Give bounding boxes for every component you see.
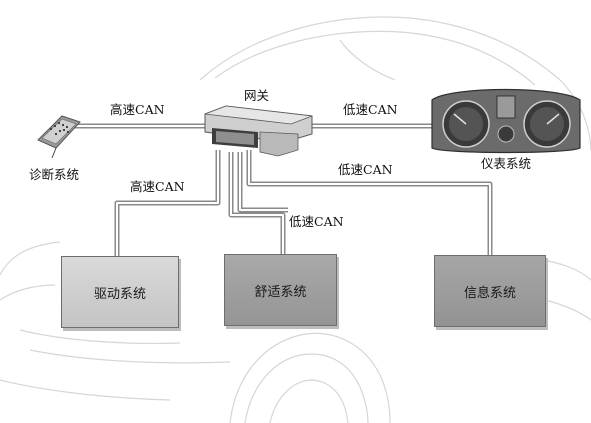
drive-system-box: 驱动系统	[61, 256, 179, 328]
comfort-system-box: 舒适系统	[224, 254, 337, 326]
cluster-system-label: 仪表系统	[481, 156, 532, 171]
gateway-module-icon	[204, 105, 313, 157]
comfort-system-label: 舒适系统	[254, 284, 307, 300]
diagnostic-system-label: 诊断系统	[29, 167, 80, 182]
comfort-can-label: 低速CAN	[289, 214, 344, 229]
cluster-can-label: 低速CAN	[343, 102, 398, 117]
info-system-label: 信息系统	[463, 285, 516, 301]
info-can-label: 低速CAN	[338, 162, 393, 177]
instrument-cluster-icon	[431, 88, 581, 154]
drive-system-label: 驱动系统	[93, 286, 146, 302]
info-system-box: 信息系统	[434, 255, 546, 327]
diagnostic-connector-icon	[37, 115, 81, 159]
diagnostic-can-label: 高速CAN	[110, 102, 165, 117]
gateway-label: 网关	[244, 88, 270, 103]
drive-can-label: 高速CAN	[130, 179, 185, 194]
can-wires	[74, 123, 493, 257]
